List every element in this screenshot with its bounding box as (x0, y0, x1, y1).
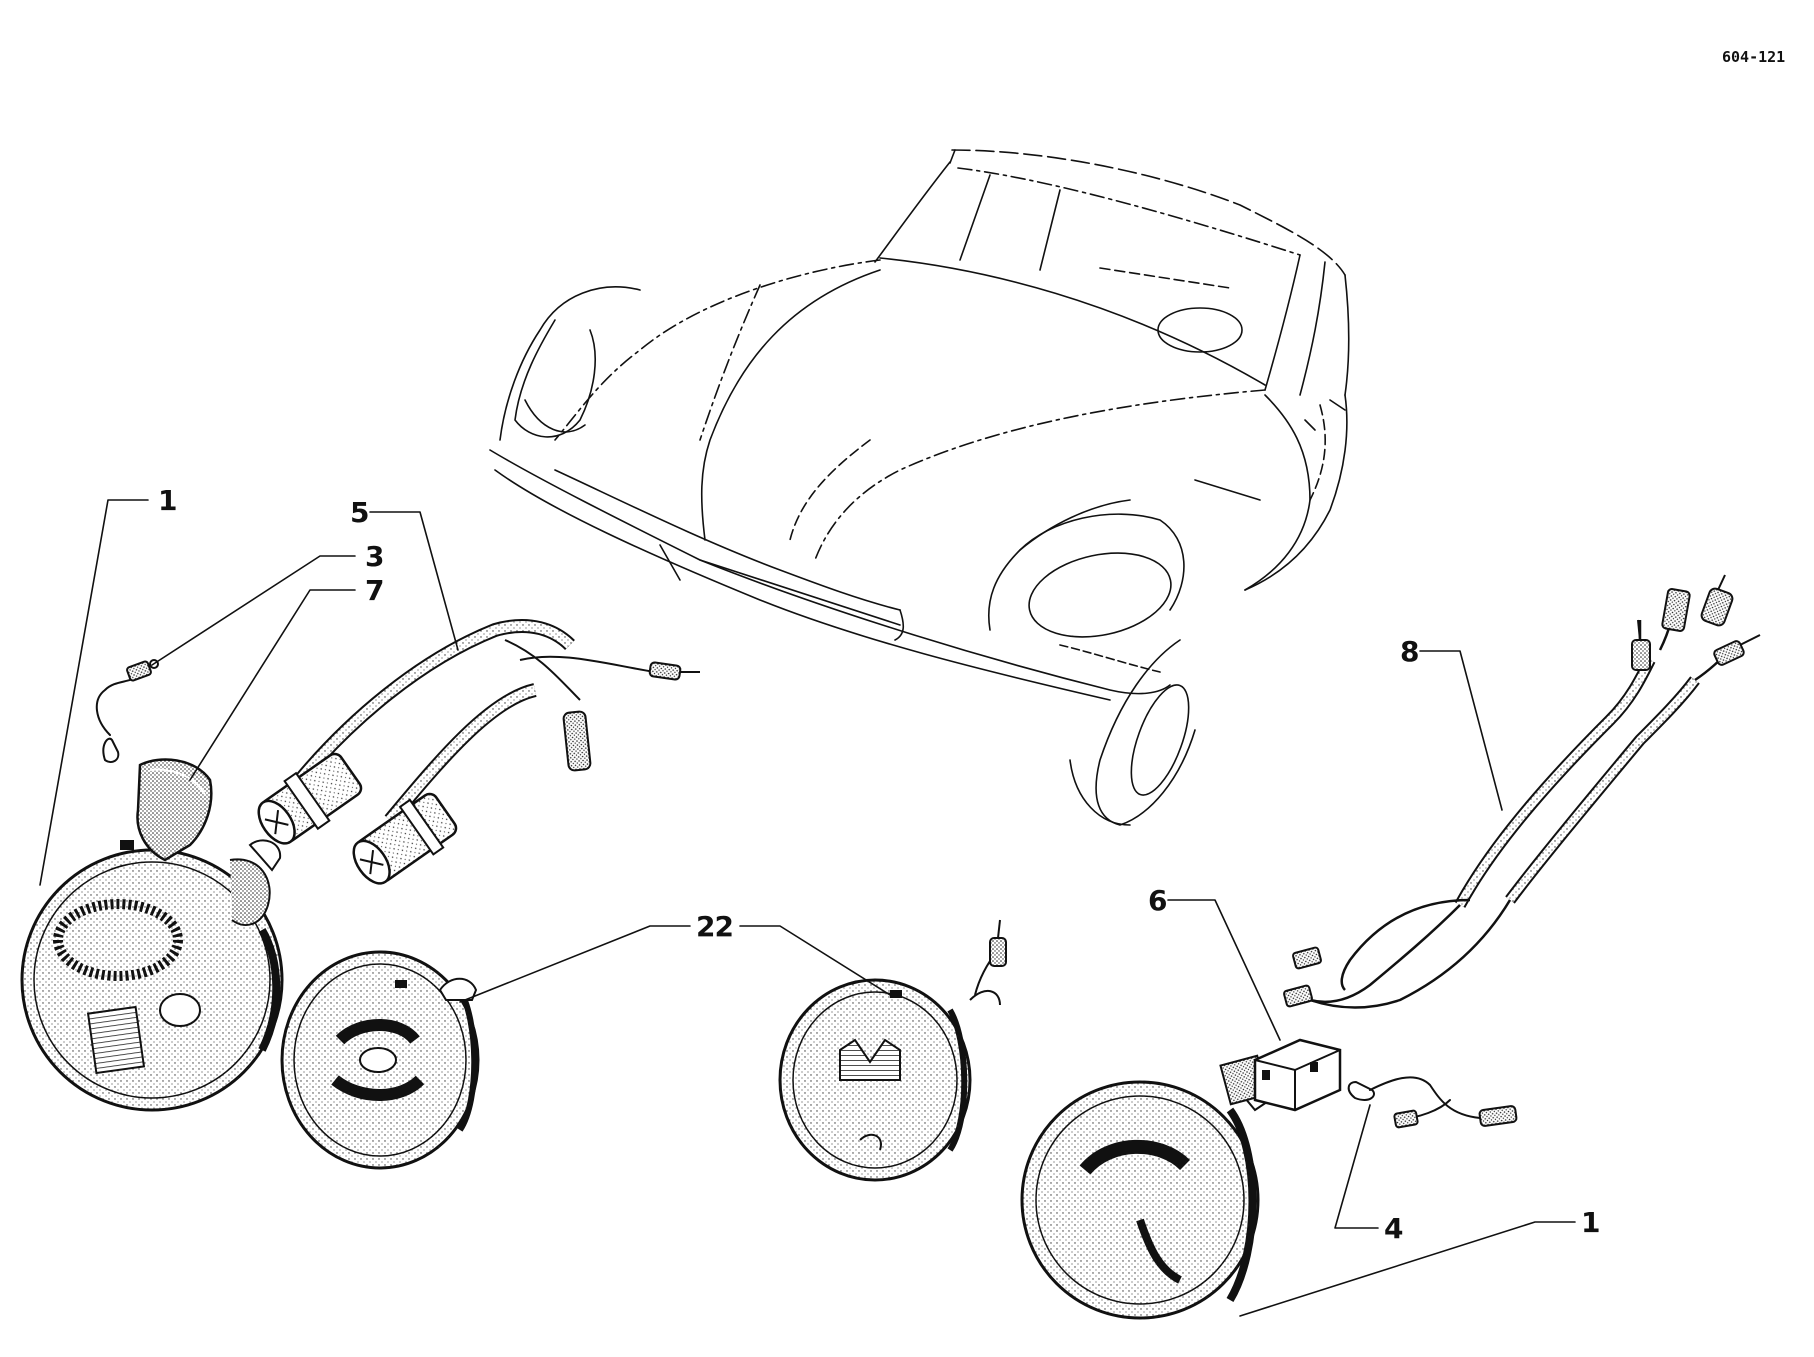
callout-8: 8 (1400, 635, 1419, 668)
leader-lines (39, 499, 1576, 1317)
car-body-outline (489, 149, 1350, 826)
connector-block (1253, 1038, 1342, 1112)
callout-4: 4 (1384, 1212, 1403, 1245)
auxiliary-lamp-left (280, 950, 480, 1170)
callout-1-left: 1 (158, 484, 177, 517)
callout-5: 5 (350, 496, 369, 529)
bulb-with-lead-right (1347, 1076, 1518, 1129)
callout-6: 6 (1148, 884, 1167, 917)
auxiliary-lamp-right (778, 919, 1007, 1182)
headlamp-left (20, 839, 284, 1112)
callout-2-right: 2 (715, 910, 734, 943)
callout-1-right: 1 (1581, 1206, 1600, 1239)
callout-2-left: 2 (696, 910, 715, 943)
callout-7: 7 (365, 574, 384, 607)
callout-3: 3 (365, 540, 384, 573)
bulb-holder-harness (257, 618, 700, 885)
rubber-cap (136, 758, 213, 862)
drawing-reference: 604-121 (1722, 48, 1785, 66)
headlamp-right (1020, 1054, 1272, 1320)
bulb-with-lead (95, 659, 159, 763)
wiring-harness (1283, 574, 1761, 1009)
callout-labels: 1 3 7 5 2 2 8 6 4 1 (158, 484, 1600, 1245)
